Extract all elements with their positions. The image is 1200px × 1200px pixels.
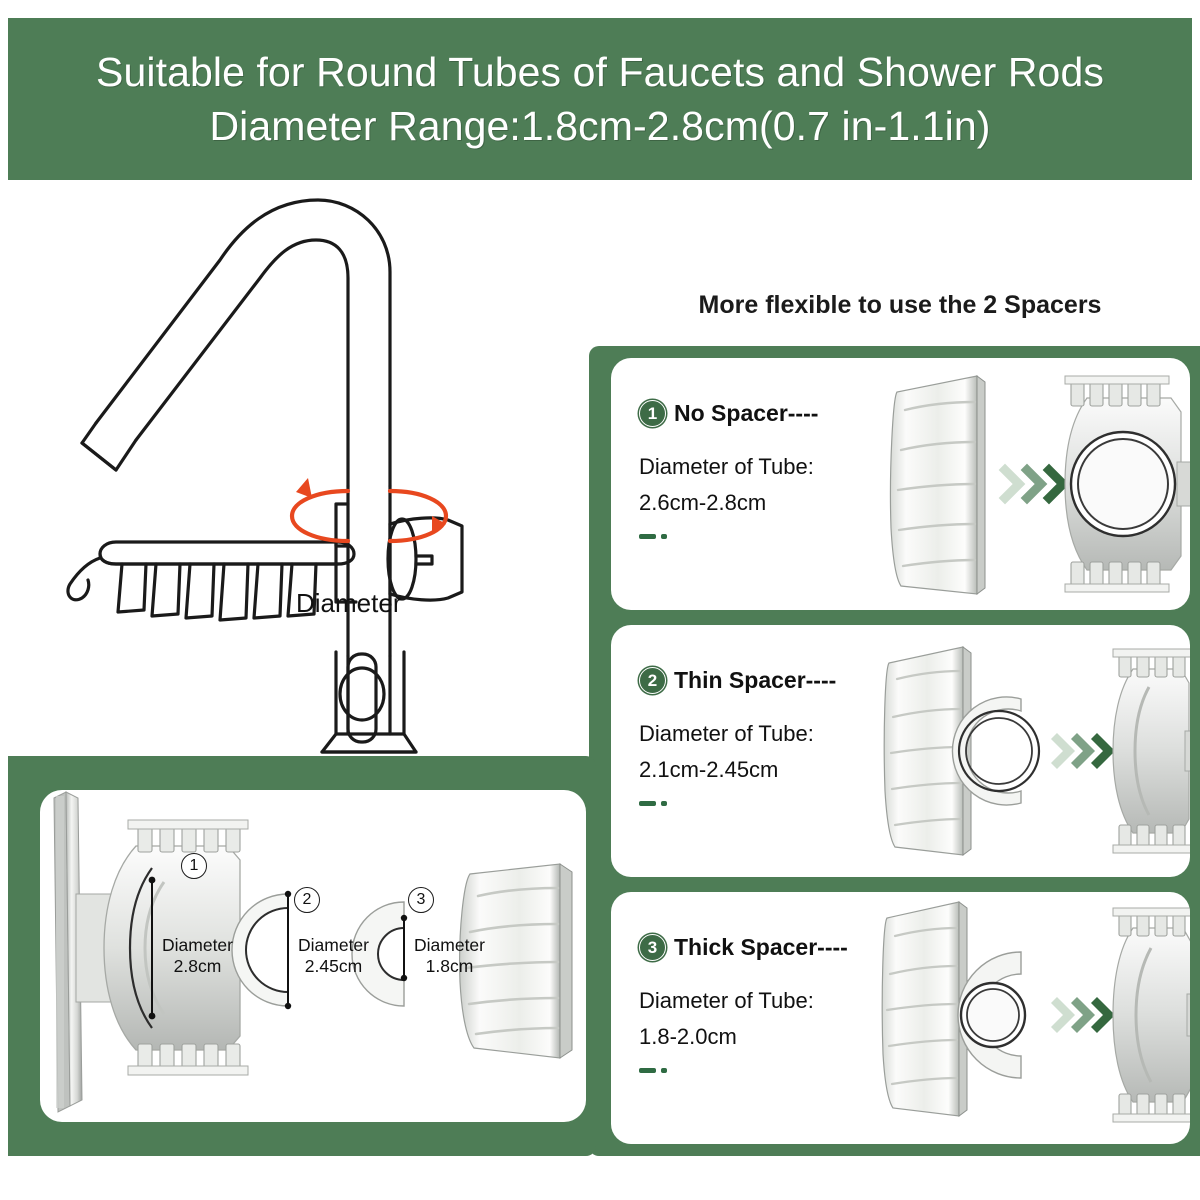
thick-spacer-icon <box>957 951 1027 1079</box>
clamp-icon <box>1112 907 1190 1123</box>
spacer-card-3-sub1: Diameter of Tube: <box>639 988 814 1013</box>
cap-icon <box>881 901 968 1117</box>
part-clamp-icon <box>103 819 249 1076</box>
chevrons-right-icon <box>1050 996 1116 1034</box>
clamp-icon <box>1112 648 1190 854</box>
faucet-diameter-label: Diameter <box>296 588 402 618</box>
spacers-section-heading: More flexible to use the 2 Spacers <box>698 291 1102 319</box>
spacer-card-3-text: 3 Thick Spacer---- Diameter of Tube: 1.8… <box>639 934 904 1074</box>
spacer-card-3-title: Thick Spacer---- <box>674 934 848 960</box>
part-number-1: 1 <box>181 853 207 879</box>
spacer-card-1-sub2: 2.6cm-2.8cm <box>639 489 767 515</box>
spacer-card-2-badge: 2 <box>639 667 666 694</box>
chevrons-right-icon <box>998 463 1070 505</box>
spacer-card-3-sub2: 1.8-2.0cm <box>639 1023 737 1049</box>
part-number-2: 2 <box>294 887 320 913</box>
spacer-card-1[interactable]: 1 No Spacer---- Diameter of Tube: 2.6cm-… <box>611 358 1190 610</box>
rotation-arrowhead-left <box>296 478 312 498</box>
spacer-card-2-dash-dot-icon <box>639 801 904 807</box>
spacer-card-3[interactable]: 3 Thick Spacer---- Diameter of Tube: 1.8… <box>611 892 1190 1144</box>
spacer-card-3-dash-dot-icon <box>639 1068 904 1074</box>
spacer-card-1-sub1: Diameter of Tube: <box>639 454 814 479</box>
spacer-card-2-title: Thin Spacer---- <box>674 667 837 693</box>
spacer-card-3-title-row: 3 Thick Spacer---- <box>639 934 904 961</box>
faucet-line-drawing <box>66 198 464 754</box>
spacer-card-1-badge: 1 <box>639 400 666 427</box>
spacer-card-2-text: 2 Thin Spacer---- Diameter of Tube: 2.1c… <box>639 667 904 807</box>
spacer-card-1-text: 1 No Spacer---- Diameter of Tube: 2.6cm-… <box>639 400 904 540</box>
faucet-illustration: Diameter <box>60 186 580 756</box>
part-thick-spacer-icon <box>351 901 405 1007</box>
spacer-card-2-sub1: Diameter of Tube: <box>639 721 814 746</box>
spacer-card-2[interactable]: 2 Thin Spacer---- Diameter of Tube: 2.1c… <box>611 625 1190 877</box>
parts-exploded-diagram <box>53 791 573 1113</box>
part-number-3: 3 <box>408 887 434 913</box>
header-title-line2: Diameter Range:1.8cm-2.8cm(0.7 in-1.1in) <box>209 103 991 149</box>
spacer-card-3-art <box>881 892 1190 1144</box>
header-banner: Suitable for Round Tubes of Faucets and … <box>8 18 1192 180</box>
header-title-line1: Suitable for Round Tubes of Faucets and … <box>96 48 1104 95</box>
spacer-card-1-title-row: 1 No Spacer---- <box>639 400 904 427</box>
spacers-panel: 1 No Spacer---- Diameter of Tube: 2.6cm-… <box>589 346 1200 1156</box>
spacer-card-1-dash-dot-icon <box>639 534 904 540</box>
spacer-card-1-art <box>881 358 1190 610</box>
clamp-icon <box>1064 375 1190 593</box>
spacer-card-2-sub2: 2.1cm-2.45cm <box>639 756 779 782</box>
rotation-arrow-icon <box>289 488 449 544</box>
wall-plate-icon <box>53 791 83 1113</box>
rotation-arrowhead-right <box>432 516 446 534</box>
cap-icon <box>889 375 986 595</box>
spacer-card-1-title: No Spacer---- <box>674 400 819 426</box>
thin-spacer-icon <box>951 696 1041 806</box>
spacer-card-2-title-row: 2 Thin Spacer---- <box>639 667 904 694</box>
chevrons-right-icon <box>1050 732 1116 770</box>
spacer-card-2-art <box>881 625 1190 877</box>
spacer-card-3-badge: 3 <box>639 934 666 961</box>
cap-icon <box>459 863 573 1059</box>
